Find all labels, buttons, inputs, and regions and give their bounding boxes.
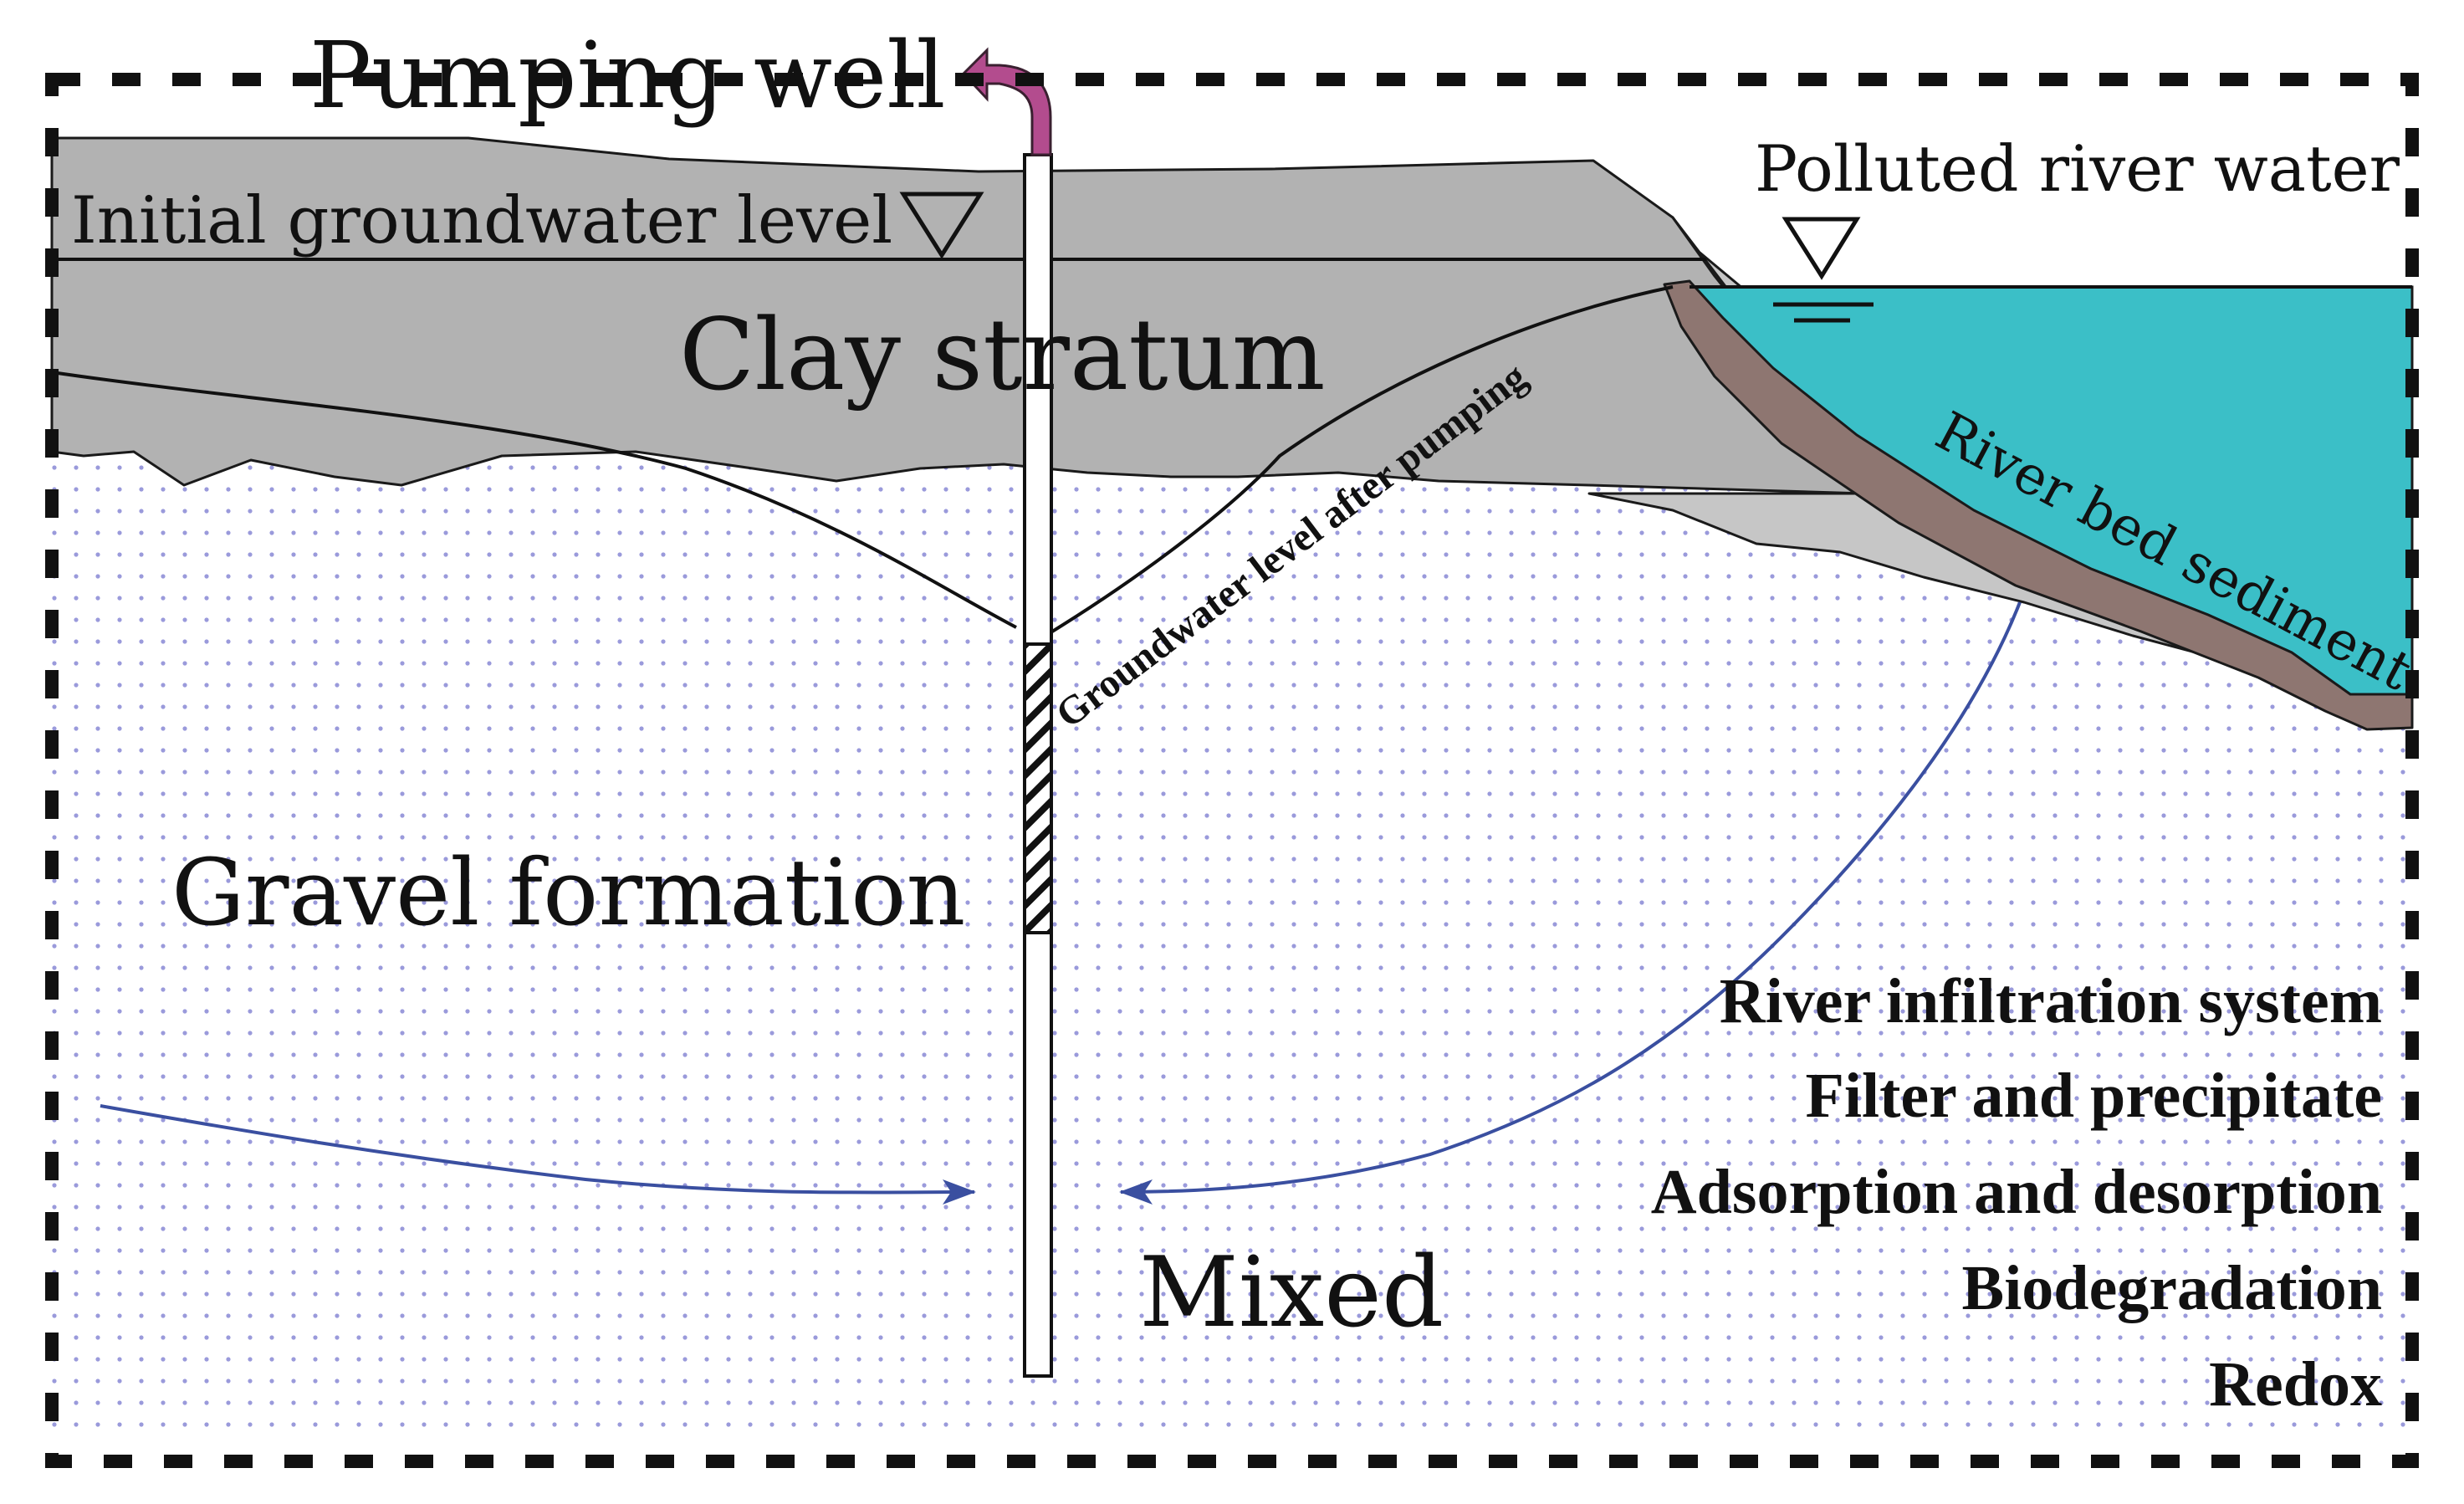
clay-stratum-label: Clay stratum — [679, 297, 1326, 412]
process-redox: Redox — [2209, 1349, 2382, 1420]
drawdown-curve-right — [1044, 285, 1674, 637]
well-screen-hatched — [1023, 642, 1053, 934]
process-adsorption-desorption: Adsorption and desorption — [1651, 1157, 2382, 1227]
process-biodegradation: Biodegradation — [1962, 1253, 2383, 1323]
drawdown-curve-left — [51, 371, 1017, 629]
pump-discharge-arrow — [961, 47, 1052, 156]
process-filter-precipitate: Filter and precipitate — [1805, 1061, 2382, 1131]
river-bed-sediment — [1663, 279, 2414, 731]
pumping-well-label: Pumping well — [309, 22, 946, 129]
groundwater-flow-arrow — [100, 1104, 976, 1205]
initial-groundwater-label: Initial groundwater level — [71, 183, 892, 258]
river-infiltration-arrow — [1119, 601, 2022, 1205]
polluted-river-label: Polluted river water — [1755, 131, 2400, 206]
mixed-label: Mixed — [1139, 1236, 1444, 1349]
gravel-formation-label: Gravel formation — [171, 839, 965, 946]
water-table-triangle-initial — [899, 192, 984, 259]
clay-stratum-layer — [50, 136, 1867, 495]
process-river-infiltration: River infiltration system — [1720, 966, 2382, 1036]
water-table-triangle-river — [1782, 217, 1861, 280]
